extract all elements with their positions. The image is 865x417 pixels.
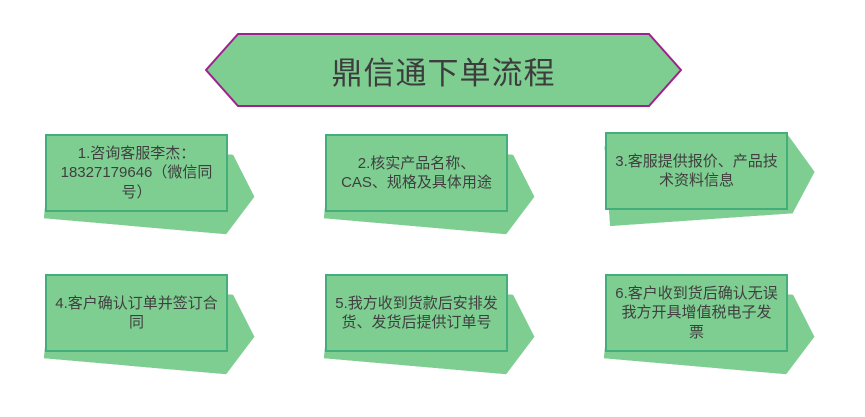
step-4-box: 4.客户确认订单并签订合同 — [45, 274, 228, 352]
page-title: 鼎信通下单流程 — [331, 55, 556, 91]
title-hexagon: 鼎信通下单流程 — [205, 33, 682, 107]
step-4-label: 4.客户确认订单并签订合同 — [55, 294, 218, 332]
step-2-label: 2.核实产品名称、CAS、规格及具体用途 — [341, 154, 492, 192]
step-1-box: 1.咨询客服李杰：18327179646（微信同号） — [45, 134, 228, 212]
step-5-label: 5.我方收到货款后安排发货、发货后提供订单号 — [335, 294, 498, 332]
step-6-label: 6.客户收到货后确认无误我方开具增值税电子发票 — [615, 284, 778, 341]
step-6-box: 6.客户收到货后确认无误我方开具增值税电子发票 — [605, 274, 788, 352]
step-5-box: 5.我方收到货款后安排发货、发货后提供订单号 — [325, 274, 508, 352]
step-3-box: 3.客服提供报价、产品技术资料信息 — [605, 132, 788, 210]
step-5: 5.我方收到货款后安排发货、发货后提供订单号 — [325, 274, 535, 374]
step-3: 3.客服提供报价、产品技术资料信息 — [605, 132, 815, 232]
step-6: 6.客户收到货后确认无误我方开具增值税电子发票 — [605, 274, 815, 374]
step-1-label: 1.咨询客服李杰：18327179646（微信同号） — [60, 144, 213, 201]
step-2: 2.核实产品名称、CAS、规格及具体用途 — [325, 134, 535, 234]
step-4: 4.客户确认订单并签订合同 — [45, 274, 255, 374]
step-2-box: 2.核实产品名称、CAS、规格及具体用途 — [325, 134, 508, 212]
step-1: 1.咨询客服李杰：18327179646（微信同号） — [45, 134, 255, 234]
step-3-label: 3.客服提供报价、产品技术资料信息 — [615, 152, 778, 190]
hexagon-shape-icon — [205, 33, 682, 107]
